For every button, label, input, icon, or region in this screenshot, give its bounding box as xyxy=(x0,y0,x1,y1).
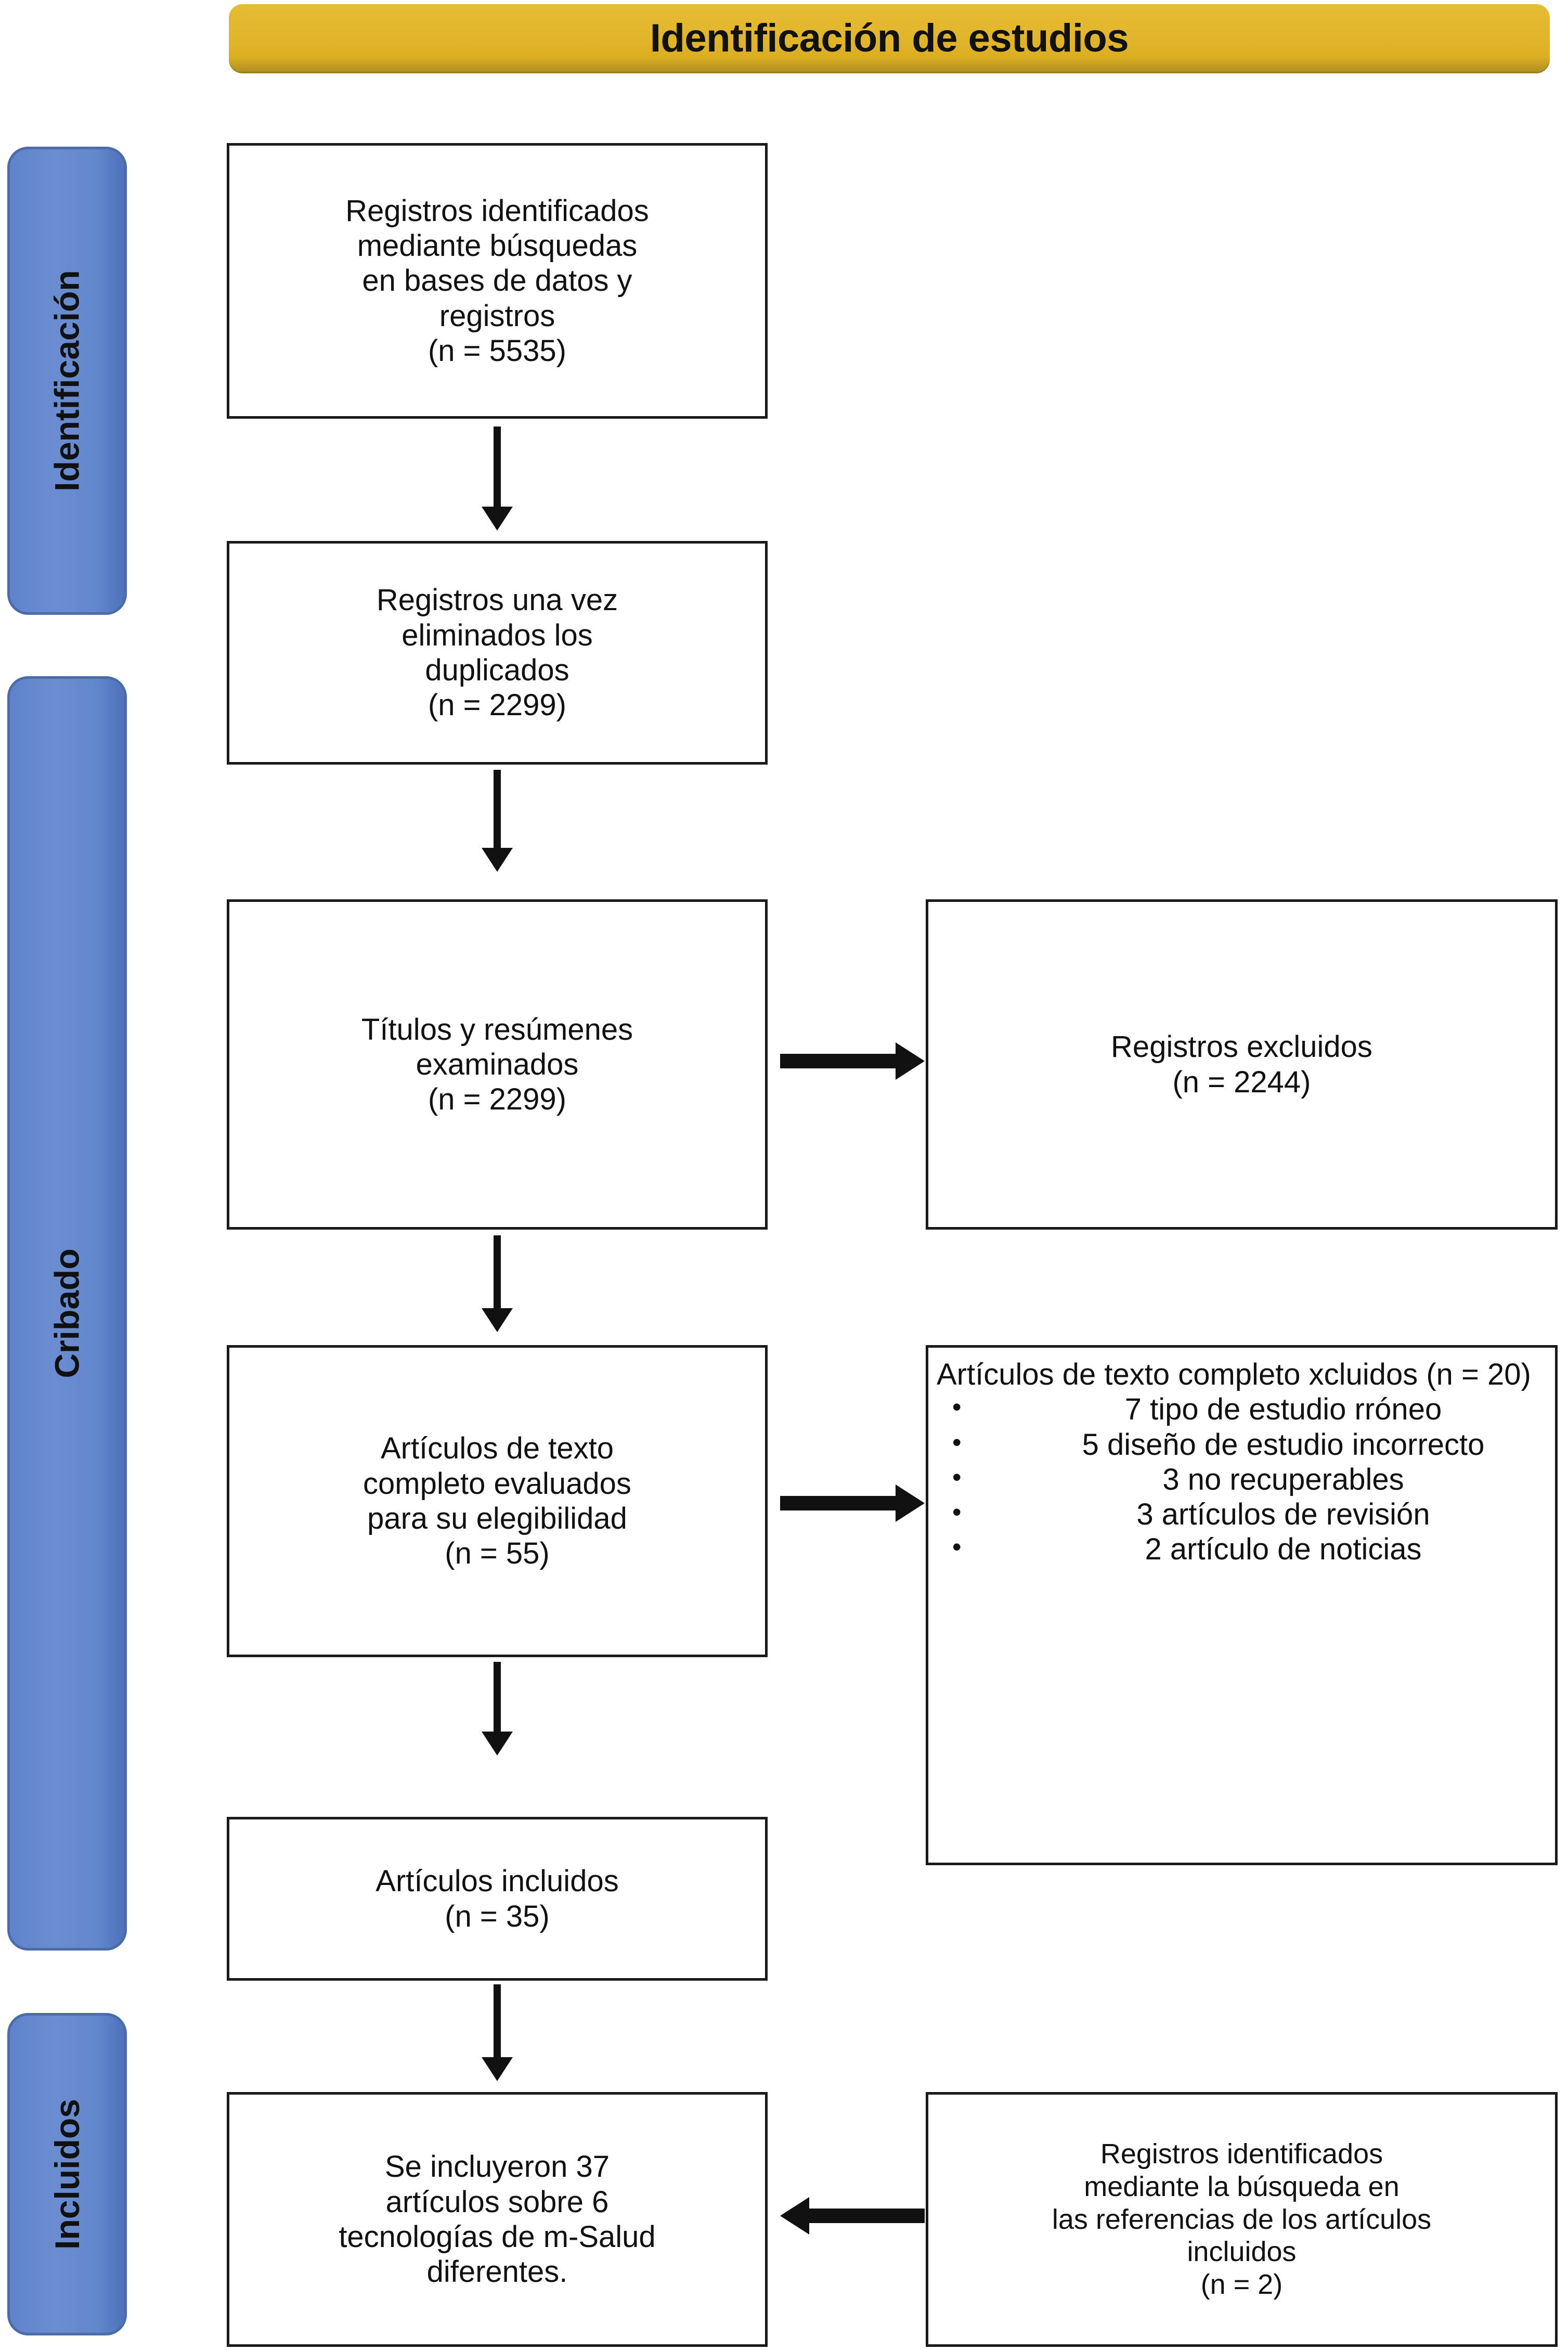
box-count: (n = 5535) xyxy=(427,333,566,368)
box-titles-abstracts-screened: Títulos y resúmenes examinados (n = 2299… xyxy=(227,899,768,1230)
box-line: artículos sobre 6 xyxy=(385,2185,609,2219)
box-articles-included: Artículos incluidos (n = 35) xyxy=(227,1817,768,1981)
arrow-head-right-icon xyxy=(896,1042,925,1080)
box-count: (n = 2244) xyxy=(1172,1065,1311,1099)
arrow-head-right-icon xyxy=(896,1484,925,1522)
stage-label-text: Incluidos xyxy=(48,2099,86,2250)
box-count: (n = 2299) xyxy=(427,1082,566,1117)
exclusion-reason-item: 3 artículos de revisión xyxy=(947,1497,1557,1532)
box-line: Registros una vez xyxy=(376,583,618,617)
arrow-head-down-icon xyxy=(482,507,513,531)
arrow-head-left-icon xyxy=(780,2197,809,2235)
arrow-shaft xyxy=(494,1235,501,1308)
box-line: Artículos de texto xyxy=(380,1431,614,1466)
box-line: para su elegibilidad xyxy=(367,1502,627,1535)
box-line: Registros excluidos xyxy=(1111,1030,1372,1064)
arrow-shaft xyxy=(809,2209,925,2223)
box-heading: Artículos de texto completo xcluidos (n … xyxy=(937,1358,1531,1391)
box-fulltext-assessed: Artículos de texto completo evaluados pa… xyxy=(227,1345,768,1657)
arrow-shaft xyxy=(494,1984,501,2057)
box-count: (n = 2299) xyxy=(427,688,566,722)
exclusion-reason-item: 3 no recuperables xyxy=(947,1462,1557,1497)
arrow-head-down-icon xyxy=(482,1732,513,1755)
box-line: Registros identificados xyxy=(1100,2138,1383,2170)
arrow-shaft xyxy=(494,427,501,507)
box-line: Títulos y resúmenes xyxy=(361,1012,633,1047)
arrow-shaft xyxy=(494,1662,501,1732)
box-line: eliminados los xyxy=(401,618,593,652)
stage-label-text: Identificación xyxy=(48,270,87,492)
box-count: (n = 55) xyxy=(445,1536,550,1571)
arrow-head-down-icon xyxy=(482,2057,513,2081)
exclusion-reason-item: 7 tipo de estudio rróneo xyxy=(947,1392,1557,1427)
diagram-title: Identificación de estudios xyxy=(650,16,1129,60)
box-line: duplicados xyxy=(425,653,569,687)
box-line: Registros identificados xyxy=(345,193,649,228)
box-count: (n = 35) xyxy=(445,1899,550,1933)
arrow-shaft xyxy=(780,1496,896,1510)
box-line: tecnologías de m-Salud xyxy=(339,2220,656,2254)
box-line: en bases de datos y xyxy=(362,264,632,298)
box-records-from-references: Registros identificados mediante la búsq… xyxy=(926,2092,1558,2347)
box-line: mediante búsquedas xyxy=(357,229,638,263)
stage-label-incluidos: Incluidos xyxy=(7,2013,127,2335)
box-records-deduplicated: Registros una vez eliminados los duplica… xyxy=(227,541,768,765)
box-records-identified: Registros identificados mediante búsqued… xyxy=(227,143,768,419)
exclusion-reason-item: 2 artículo de noticias xyxy=(947,1532,1557,1567)
arrow-shaft xyxy=(780,1054,896,1068)
box-final-summary: Se incluyeron 37 artículos sobre 6 tecno… xyxy=(227,2092,768,2347)
box-records-excluded: Registros excluidos (n = 2244) xyxy=(926,899,1558,1230)
box-line: registros xyxy=(439,299,555,333)
box-fulltext-excluded: Artículos de texto completo xcluidos (n … xyxy=(926,1345,1558,1865)
stage-label-cribado: Cribado xyxy=(7,676,127,1951)
exclusion-reason-list: 7 tipo de estudio rróneo 5 diseño de est… xyxy=(926,1392,1557,1567)
arrow-shaft xyxy=(494,770,501,848)
box-line: incluidos xyxy=(1187,2236,1297,2268)
box-line: las referencias de los artículos xyxy=(1052,2203,1432,2235)
stage-label-identificacion: Identificación xyxy=(7,147,127,615)
stage-label-text: Cribado xyxy=(48,1248,86,1378)
box-line: mediante la búsqueda en xyxy=(1084,2171,1399,2203)
box-line: diferentes. xyxy=(426,2255,568,2289)
arrow-head-down-icon xyxy=(482,1308,513,1332)
box-line: Artículos incluidos xyxy=(375,1864,619,1899)
diagram-header-banner: Identificación de estudios xyxy=(229,4,1550,72)
exclusion-reason-item: 5 diseño de estudio incorrecto xyxy=(947,1427,1557,1462)
box-line: examinados xyxy=(416,1047,579,1081)
box-count: (n = 2) xyxy=(1200,2268,1283,2300)
arrow-head-down-icon xyxy=(482,848,513,872)
box-line: Se incluyeron 37 xyxy=(384,2150,610,2184)
box-line: completo evaluados xyxy=(363,1466,631,1501)
